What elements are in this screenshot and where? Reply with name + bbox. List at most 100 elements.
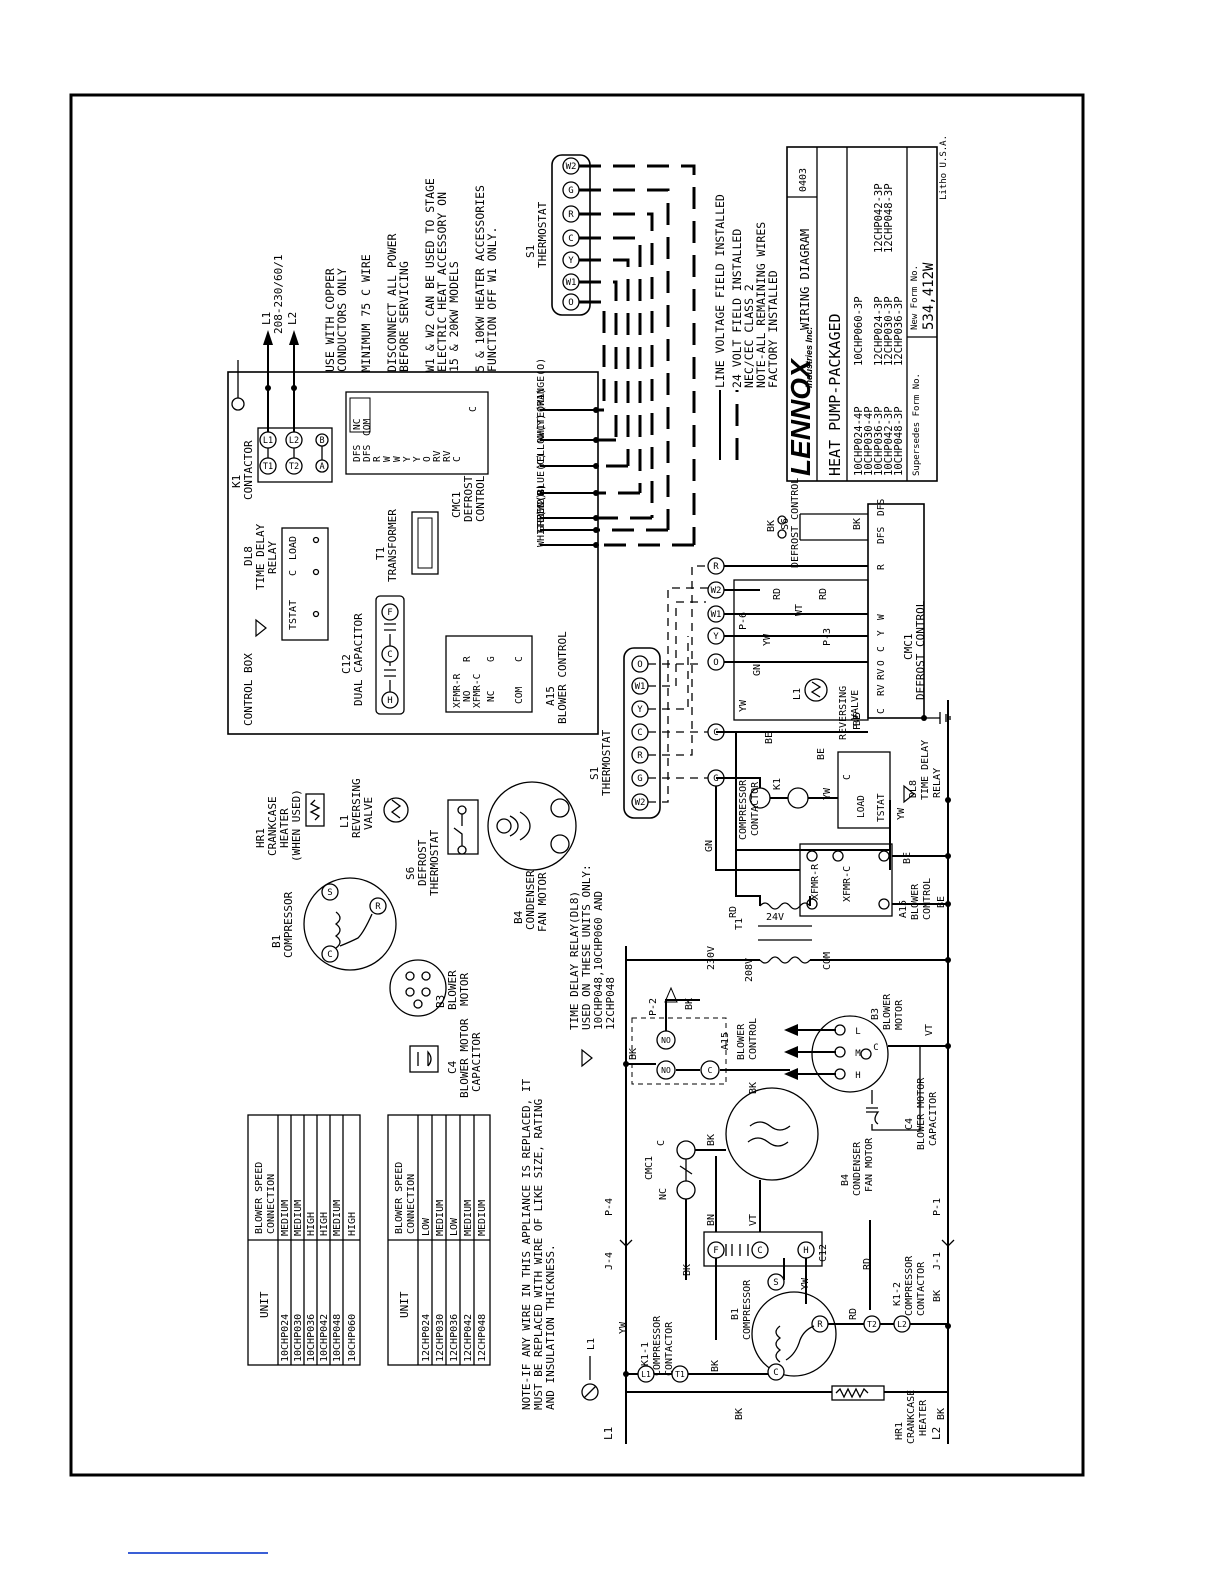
svg-text:10CHP060: 10CHP060 — [347, 1314, 358, 1362]
svg-text:RD: RD — [818, 588, 829, 600]
svg-text:REVERSING: REVERSING — [350, 778, 363, 838]
svg-text:12CHP030: 12CHP030 — [435, 1314, 446, 1362]
svg-text:B: B — [319, 436, 324, 446]
svg-text:TIME DELAY: TIME DELAY — [254, 523, 267, 590]
svg-text:B3: B3 — [434, 995, 447, 1008]
svg-text:M: M — [855, 1049, 861, 1059]
thermostat-s1-field: S1 THERMOSTAT O W1 Y C R G W2 — [524, 154, 696, 547]
svg-text:New Form No.: New Form No. — [910, 265, 920, 330]
svg-text:MEDIUM: MEDIUM — [463, 1200, 474, 1236]
svg-text:K1-1: K1-1 — [640, 1342, 651, 1366]
svg-text:P-1: P-1 — [932, 1198, 943, 1216]
svg-text:CONTROL BOX: CONTROL BOX — [242, 653, 255, 726]
svg-text:RELAY: RELAY — [932, 768, 943, 798]
svg-text:TRANSFORMER: TRANSFORMER — [386, 509, 399, 582]
svg-text:BE: BE — [852, 714, 863, 726]
svg-text:C: C — [842, 774, 853, 780]
svg-text:Y: Y — [412, 456, 423, 462]
svg-text:0403: 0403 — [798, 168, 809, 192]
svg-text:XFMR-C: XFMR-C — [842, 866, 853, 902]
svg-text:S6: S6 — [404, 867, 417, 880]
svg-text:O: O — [713, 658, 718, 668]
svg-text:MOTOR: MOTOR — [894, 999, 905, 1030]
svg-text:DFS: DFS — [876, 499, 887, 516]
svg-text:USE WITH COPPER: USE WITH COPPER — [323, 268, 337, 372]
svg-text:FACTORY INSTALLED: FACTORY INSTALLED — [766, 270, 780, 388]
blower-motor-schematic: L M H C B3 BLOWER MOTOR VT C4 BLOWER MOT… — [784, 993, 948, 1150]
svg-text:12CHP042: 12CHP042 — [463, 1314, 474, 1362]
svg-text:S: S — [773, 1278, 778, 1288]
svg-text:HEATER: HEATER — [918, 1399, 929, 1436]
svg-text:YW: YW — [738, 699, 749, 712]
svg-text:L1: L1 — [338, 815, 351, 828]
svg-text:C: C — [773, 1368, 778, 1378]
svg-text:P-6: P-6 — [738, 612, 749, 630]
svg-text:LINE VOLTAGE FIELD INSTALLED: LINE VOLTAGE FIELD INSTALLED — [713, 194, 727, 388]
svg-text:12CHP030-3P: 12CHP030-3P — [883, 296, 895, 366]
svg-text:10CHP036: 10CHP036 — [306, 1314, 317, 1362]
svg-text:208V: 208V — [744, 958, 755, 982]
svg-text:RELAY: RELAY — [266, 541, 279, 574]
svg-text:G: G — [486, 656, 497, 662]
svg-text:W1 & W2 CAN BE USED TO STAGE: W1 & W2 CAN BE USED TO STAGE — [423, 178, 437, 372]
svg-text:A15: A15 — [720, 1032, 731, 1050]
svg-text:CONDENSER: CONDENSER — [852, 1141, 863, 1196]
svg-text:F: F — [387, 608, 392, 618]
svg-text:CMC1: CMC1 — [902, 634, 915, 661]
svg-text:C: C — [452, 456, 463, 462]
svg-text:W2: W2 — [566, 162, 577, 172]
svg-text:R: R — [713, 562, 719, 572]
svg-text:R: R — [462, 656, 473, 662]
svg-text:BLOWER: BLOWER — [910, 883, 921, 920]
svg-text:W: W — [876, 614, 887, 620]
svg-text:10CHP060-3P: 10CHP060-3P — [853, 296, 865, 366]
svg-text:RV: RV — [876, 668, 887, 680]
svg-text:C4: C4 — [446, 1060, 459, 1074]
svg-text:GN: GN — [704, 840, 715, 852]
svg-text:W: W — [382, 456, 393, 462]
svg-text:R: R — [637, 751, 643, 761]
svg-text:O: O — [637, 660, 642, 670]
svg-text:MINIMUM 75 C WIRE: MINIMUM 75 C WIRE — [359, 254, 373, 372]
blower-speed-table-1: UNIT BLOWER SPEED CONNECTION 10CHP024MED… — [247, 1114, 361, 1366]
svg-text:10CHP030-4P: 10CHP030-4P — [863, 406, 875, 476]
svg-text:W1: W1 — [711, 610, 722, 620]
svg-text:L1: L1 — [641, 1370, 651, 1379]
svg-text:NEC/CEC CLASS 2: NEC/CEC CLASS 2 — [742, 284, 756, 388]
svg-text:NOTE-ALL REMAINING WIRES: NOTE-ALL REMAINING WIRES — [754, 222, 768, 388]
page-footer-link[interactable] — [128, 1552, 268, 1554]
svg-text:O: O — [422, 456, 433, 462]
diagram-type: WIRING DIAGRAM — [798, 229, 812, 330]
svg-text:K1: K1 — [772, 778, 783, 790]
svg-text:10CHP048,10CHP060 AND: 10CHP048,10CHP060 AND — [592, 891, 605, 1030]
svg-text:10CHP036-3P: 10CHP036-3P — [873, 406, 885, 476]
product-title: HEAT PUMP-PACKAGED — [826, 313, 844, 476]
svg-text:NC: NC — [352, 419, 363, 430]
svg-text:T2: T2 — [867, 1320, 877, 1329]
svg-text:FAN MOTOR: FAN MOTOR — [536, 872, 549, 932]
svg-text:ORANGE(O): ORANGE(O) — [536, 358, 547, 412]
brand-logo: LENNOX — [785, 357, 816, 476]
blower-relay-schematic: NO NO C P-2 BK BK BK A15 BLOWER CONTROL — [626, 986, 790, 1094]
svg-text:BK: BK — [932, 1290, 943, 1302]
svg-text:COMPRESSOR: COMPRESSOR — [282, 891, 295, 958]
svg-text:10CHP030: 10CHP030 — [293, 1314, 304, 1362]
svg-text:Y: Y — [876, 630, 887, 636]
svg-text:BK: BK — [734, 1408, 745, 1420]
svg-text:C4: C4 — [904, 1118, 915, 1130]
svg-text:DEFROST: DEFROST — [462, 475, 475, 522]
svg-text:C: C — [568, 234, 573, 244]
svg-text:C: C — [757, 1246, 762, 1256]
svg-text:THERMOSTAT: THERMOSTAT — [428, 829, 441, 896]
svg-text:BE: BE — [936, 896, 947, 908]
compressor-schematic: S R C B1 COMPRESSOR YW RD RD T2 L2 K1-2 … — [604, 1198, 955, 1444]
svg-text:R: R — [375, 902, 381, 912]
svg-text:12CHP024: 12CHP024 — [421, 1314, 432, 1362]
svg-text:COMPRESSOR: COMPRESSOR — [652, 1315, 663, 1376]
svg-text:L: L — [855, 1027, 860, 1037]
svg-text:10CHP024-4P: 10CHP024-4P — [853, 406, 865, 476]
svg-text:CRANKCASE: CRANKCASE — [266, 796, 279, 856]
svg-text:DISCONNECT ALL POWER: DISCONNECT ALL POWER — [385, 233, 399, 372]
svg-text:NOTE-IF ANY WIRE IN THIS APPLI: NOTE-IF ANY WIRE IN THIS APPLIANCE IS RE… — [520, 1078, 533, 1410]
